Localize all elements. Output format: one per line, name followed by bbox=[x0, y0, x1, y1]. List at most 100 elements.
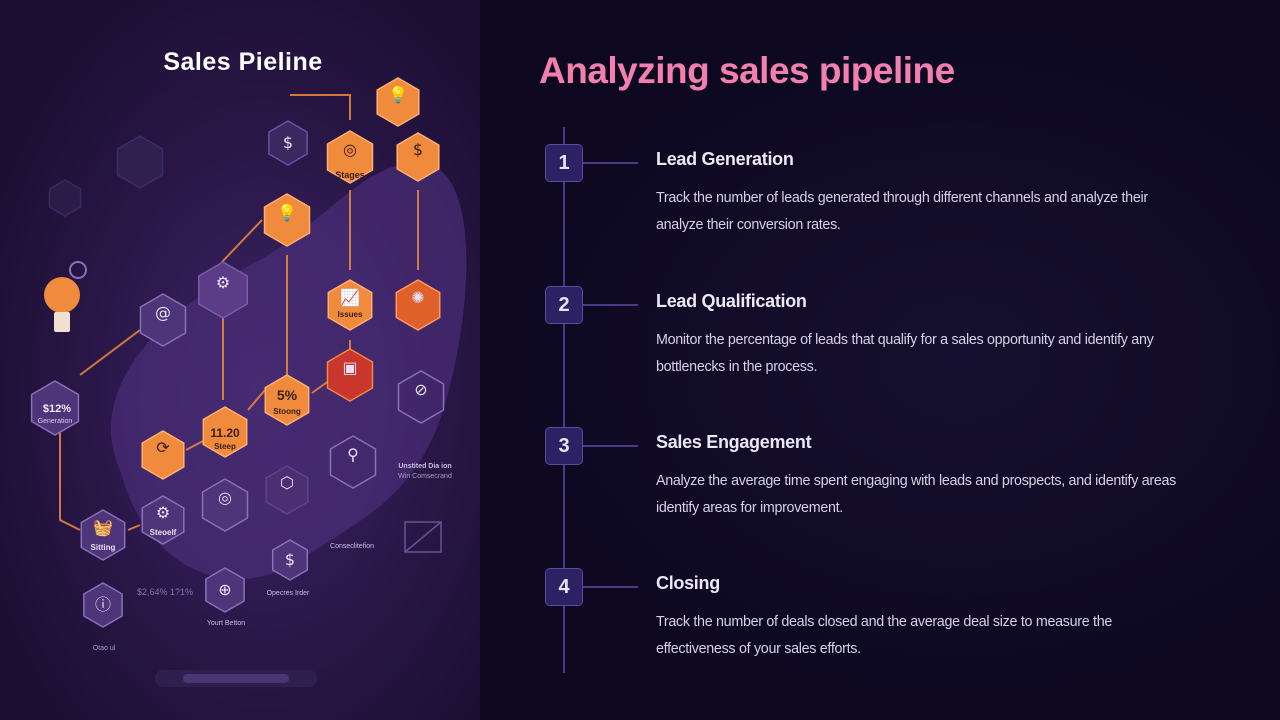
hexagon-icon: ▣ bbox=[342, 358, 357, 377]
hexagon bbox=[397, 370, 445, 424]
hexagon bbox=[116, 135, 164, 189]
background-blob bbox=[110, 163, 467, 580]
illustration-label: 5% bbox=[277, 387, 298, 403]
connector-line bbox=[583, 445, 638, 447]
step-number-badge: 3 bbox=[545, 427, 583, 465]
hexagon-icon: ◎ bbox=[218, 488, 232, 507]
step-description: Analyze the average time spent engaging … bbox=[656, 473, 1177, 516]
step-sales-engagement: 3 Sales Engagement Analyze the average t… bbox=[545, 427, 1245, 547]
step-heading: Sales Engagement bbox=[656, 432, 812, 452]
hexagon bbox=[396, 132, 440, 182]
hexagon-icon: ⟳ bbox=[156, 438, 170, 457]
step-lead-qualification: 2 Lead Qualification Monitor the percent… bbox=[545, 286, 1245, 406]
hexagon-icon: ⚙ bbox=[156, 503, 170, 522]
step-number-badge: 1 bbox=[545, 144, 583, 182]
illustration-label: $2,64% 1?1% bbox=[137, 587, 193, 597]
hexagon-icon: ⚲ bbox=[347, 445, 359, 464]
illustration-label: Steep bbox=[214, 442, 236, 451]
step-number-badge: 2 bbox=[545, 286, 583, 324]
illustration-label: Stoong bbox=[273, 407, 301, 416]
illustration-label: Otao ul bbox=[93, 645, 116, 652]
lightbulb-base bbox=[54, 312, 70, 332]
connector-arrow bbox=[127, 524, 141, 531]
step-description: Monitor the percentage of leads that qua… bbox=[656, 332, 1154, 375]
hexagon-icon: $ bbox=[285, 550, 295, 569]
step-description: Track the number of leads generated thro… bbox=[656, 190, 1148, 233]
hexagon-icon: @ bbox=[155, 303, 171, 322]
hexagon-diagram: 💡$◎💡$📈✺▣⟳⚙@🧺⚙◎⬡⊕ⓘ$⚲⊘StagesIssues$12%Gene… bbox=[30, 77, 467, 687]
illustration-label: $12% bbox=[43, 403, 71, 415]
hexagon bbox=[205, 567, 245, 613]
timeline-line bbox=[563, 127, 565, 673]
play-icon bbox=[69, 261, 87, 279]
hexagon-icon: 💡 bbox=[277, 203, 297, 222]
step-heading: Lead Qualification bbox=[656, 291, 807, 311]
hexagon bbox=[201, 478, 249, 532]
content-panel bbox=[480, 0, 1280, 720]
illustration-label: Stages bbox=[335, 170, 365, 180]
hexagon bbox=[376, 77, 420, 127]
illustration-title: Sales Pieline bbox=[163, 48, 323, 76]
hexagon-icon: 🧺 bbox=[93, 518, 113, 537]
hexagon bbox=[395, 279, 441, 331]
connector-arrow bbox=[247, 389, 266, 411]
slide-title: Analyzing sales pipeline bbox=[539, 50, 955, 91]
hexagon bbox=[329, 435, 377, 489]
hexagon bbox=[202, 406, 248, 458]
hexagon bbox=[264, 374, 310, 426]
lightbulb-icon bbox=[44, 277, 80, 313]
hexagon bbox=[268, 120, 308, 166]
hexagon-icon: $ bbox=[283, 133, 293, 152]
hexagon bbox=[326, 348, 374, 402]
hexagon-icon: 📈 bbox=[340, 288, 360, 307]
envelope-icon bbox=[404, 521, 442, 553]
illustration-label: Unstited Dia ion bbox=[398, 463, 451, 470]
hexagon bbox=[141, 430, 185, 480]
step-description: Track the number of deals closed and the… bbox=[656, 614, 1112, 657]
hexagon bbox=[48, 179, 82, 217]
step-number-badge: 4 bbox=[545, 568, 583, 606]
hexagon-icon: ◎ bbox=[343, 140, 357, 159]
hexagon-icon: ⊕ bbox=[218, 580, 231, 599]
hexagon bbox=[83, 582, 123, 628]
connector-line bbox=[583, 586, 638, 588]
step-closing: 4 Closing Track the number of deals clos… bbox=[545, 568, 1245, 688]
hexagon bbox=[271, 539, 309, 581]
hexagon-icon: ⬡ bbox=[280, 473, 294, 492]
step-lead-generation: 1 Lead Generation Track the number of le… bbox=[545, 144, 1245, 264]
illustration-label: Opecres Irder bbox=[267, 590, 310, 597]
connector-arrow bbox=[59, 420, 81, 531]
illustration-label: Steoelf bbox=[150, 528, 177, 537]
envelope-flap bbox=[404, 521, 442, 553]
illustration-label: Win Comsecrand bbox=[398, 473, 452, 480]
connector-arrow bbox=[185, 439, 206, 451]
hexagon-icon: 💡 bbox=[388, 85, 408, 104]
hexagon bbox=[141, 495, 185, 545]
hexagon bbox=[265, 465, 309, 515]
hexagon bbox=[263, 193, 311, 247]
hexagon bbox=[326, 130, 374, 184]
step-heading: Closing bbox=[656, 573, 720, 593]
illustration-label: 11.20 bbox=[210, 426, 240, 440]
connector-arrow bbox=[290, 94, 351, 120]
hexagon-icon: $ bbox=[413, 140, 423, 159]
hexagon bbox=[80, 509, 126, 561]
illustration-label: Yourt Betton bbox=[207, 620, 245, 627]
hexagon bbox=[198, 261, 248, 319]
connector-arrow bbox=[79, 329, 141, 376]
hexagon bbox=[30, 380, 80, 436]
illustration-label: Issues bbox=[338, 310, 363, 319]
hexagon bbox=[139, 293, 187, 347]
slider-thumb bbox=[183, 674, 289, 683]
step-heading: Lead Generation bbox=[656, 149, 794, 169]
connector-line bbox=[583, 162, 638, 164]
hexagon-icon: ⊘ bbox=[414, 380, 427, 399]
illustration-label: Generation bbox=[38, 418, 73, 425]
connector-line bbox=[583, 304, 638, 306]
hexagon-icon: ⚙ bbox=[216, 273, 230, 292]
illustration-label: Sitting bbox=[91, 543, 116, 552]
hexagon-icon: ⓘ bbox=[95, 595, 111, 614]
hexagon bbox=[327, 279, 373, 331]
illustration-label: Conseclitefion bbox=[330, 543, 374, 550]
